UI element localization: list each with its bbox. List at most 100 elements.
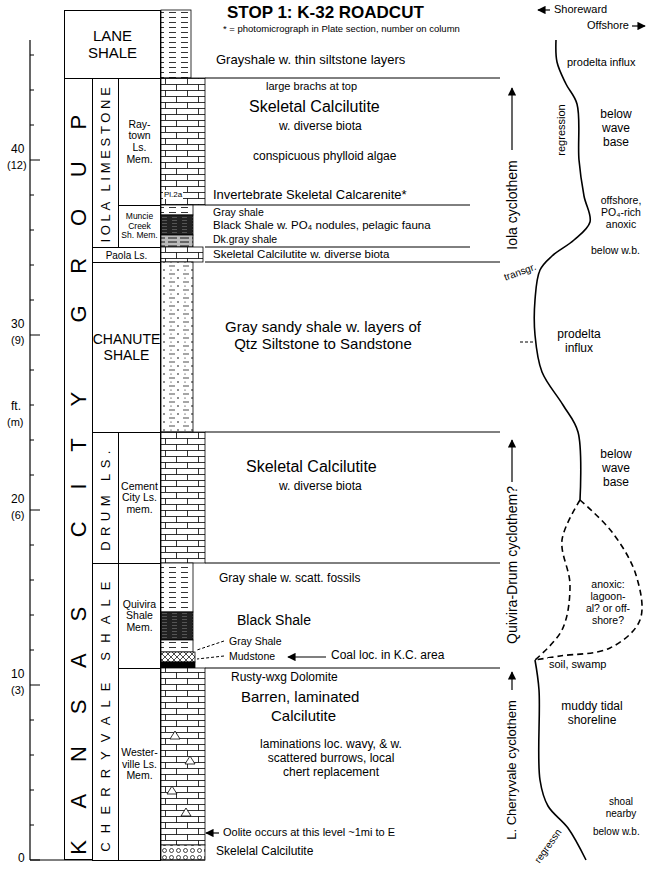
lithology-bed: [161, 652, 195, 662]
environment-label: prodelta influx: [566, 56, 637, 69]
lithology-bed: [161, 432, 205, 563]
lithology-text: Gray Shale: [228, 635, 283, 647]
formation-box: IOLA LIMESTONE: [92, 78, 119, 248]
environment-label: muddy tidal shoreline: [560, 700, 624, 728]
axis-number: 0: [17, 852, 26, 866]
trend-label: transgr.: [501, 261, 538, 284]
formation-box: LANE SHALE: [64, 10, 161, 79]
bed-boundary: [205, 262, 500, 263]
member-box: Ray- town Ls. Mem.: [118, 78, 161, 206]
lithology-bed: [161, 845, 205, 860]
axis-tick: [30, 720, 34, 721]
unit-name: DRUM LS.: [98, 445, 112, 551]
formation-box: DRUM LS.: [92, 432, 119, 564]
arrow: [632, 25, 645, 26]
callout-note: Oolite occurs at this level ~1mi to E: [222, 826, 396, 839]
arrow: [538, 9, 550, 10]
lithology-bed: [161, 563, 193, 612]
lithology-text: Barren, laminated: [240, 688, 360, 705]
lithology-bed: [161, 662, 195, 668]
environment-label: shoal nearby: [600, 796, 642, 819]
bed-boundary: [205, 78, 500, 79]
arrows: [206, 10, 645, 833]
axis-tick: [30, 90, 34, 91]
axis-number: (6): [10, 509, 25, 522]
chert-triangle: [181, 808, 191, 816]
arrow: [511, 672, 512, 690]
axis-tick: [30, 685, 40, 686]
environment-label: anoxic: lagoon- al? or off- shore?: [584, 578, 632, 626]
axis-tick: [30, 650, 34, 651]
axis-tick: [30, 580, 34, 581]
lithology-note: conspicuous phylloid algae: [252, 150, 397, 164]
axis-tick: [30, 230, 34, 231]
axis-tick: [30, 510, 40, 511]
dashed-leader: [197, 641, 224, 650]
axis-tick: [30, 440, 34, 441]
member-box: Cement City Ls. mem.: [118, 432, 161, 564]
note: * = photomicrograph in Plate section, nu…: [222, 24, 461, 35]
callout-note: Coal loc. in K.C. area: [330, 649, 445, 663]
lithology-bed: [161, 235, 193, 247]
unit-name: Cement City Ls. mem.: [119, 481, 160, 516]
unit-name: Quivira Shale Mem.: [119, 599, 160, 634]
unit-name: Muncie Creek Sh. Mem.: [119, 212, 160, 240]
direction-label: Offshore: [586, 19, 630, 32]
chert-triangle: [170, 731, 180, 739]
axis-tick: [30, 755, 34, 756]
lithology-bed: [161, 205, 193, 215]
unit-name: IOLA LIMESTONE: [98, 83, 112, 242]
axis-unit: (m): [6, 416, 25, 429]
unit-name: KANSAS CITY GROUP: [66, 83, 90, 855]
lithology-note: laminations loc. wavy, & w. scattered bu…: [255, 738, 407, 779]
lithology-bed: [161, 10, 191, 78]
axis-tick: [30, 55, 34, 56]
lithology-bed: [161, 262, 193, 432]
lithology-bed: [161, 640, 193, 652]
diagram-title: STOP 1: K-32 ROADCUT: [226, 3, 425, 23]
environment-label: below w.b.: [590, 244, 641, 256]
curve-segment: [534, 40, 590, 500]
axis-tick: [30, 615, 34, 616]
lithology-column: [161, 10, 205, 860]
lithology-text: Mudstone: [228, 650, 276, 662]
lithology-bed: [161, 247, 203, 262]
arrow: [511, 88, 512, 150]
lithology-text: Black Shale: [236, 612, 312, 628]
lithology-text: Rusty-wxg Dolomite: [230, 671, 339, 685]
lithology-bed: [161, 78, 205, 205]
dashed-leader: [520, 342, 533, 343]
arrow: [206, 832, 219, 833]
cyclothem-label: Quivira-Drum cyclothem?: [504, 485, 520, 645]
chert-triangle: [185, 756, 195, 764]
arrow: [511, 440, 512, 482]
axis-tick: [30, 335, 40, 336]
unit-name: Wester- ville Ls. Mem.: [119, 747, 160, 782]
bed-boundaries: [30, 78, 500, 860]
axis-unit: ft.: [10, 400, 22, 414]
plate-reference: Pl.2a: [163, 190, 183, 199]
formation-box: CHERRYVALE SHALE: [92, 563, 119, 861]
bed-boundary: [205, 668, 500, 669]
leaders: [197, 342, 533, 659]
axis-tick: [30, 265, 34, 266]
curve-segment: [535, 500, 642, 660]
environment-label: below w.b.: [592, 826, 641, 838]
curve-segment: [535, 500, 580, 660]
trend-label: regressn: [532, 826, 565, 866]
group-band: KANSAS CITY GROUP: [64, 78, 93, 860]
cyclothem-label: Iola cyclothem: [504, 159, 520, 250]
axis-number: 10: [10, 668, 25, 682]
axis-tick: [30, 790, 34, 791]
formation-box: CHANUTE SHALE: [92, 262, 161, 433]
axis-number: (9): [10, 334, 25, 347]
lithology-note: w. diverse biota: [278, 480, 363, 494]
member-box: Paola Ls.: [92, 247, 161, 263]
lithology-text: Gray shale: [212, 206, 265, 218]
lithology-text: Dk.gray shale: [212, 233, 278, 245]
environment-label: below wave base: [592, 448, 640, 489]
lithology-text: Black Shale w. PO₄ nodules, pelagic faun…: [212, 219, 432, 232]
arrow: [288, 656, 326, 657]
direction-label: Shoreward: [553, 3, 608, 16]
environment-label: soil, swamp: [548, 658, 607, 671]
